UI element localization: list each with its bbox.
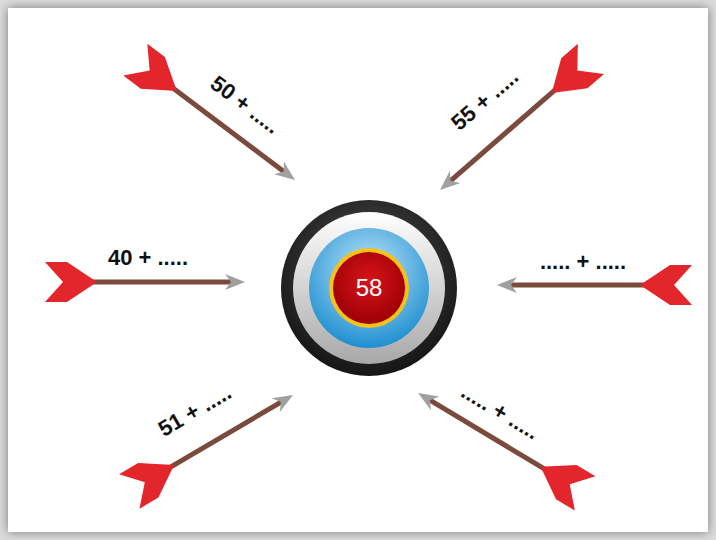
arrow (427, 44, 604, 205)
target-circle: 58 (279, 198, 459, 378)
target-value: 58 (356, 276, 383, 300)
arrow-label: ..... + ..... (540, 250, 626, 274)
arrow (408, 376, 596, 511)
arrow (119, 378, 303, 509)
arrow-label: 40 + ..... (108, 246, 188, 270)
arrow (123, 44, 307, 196)
